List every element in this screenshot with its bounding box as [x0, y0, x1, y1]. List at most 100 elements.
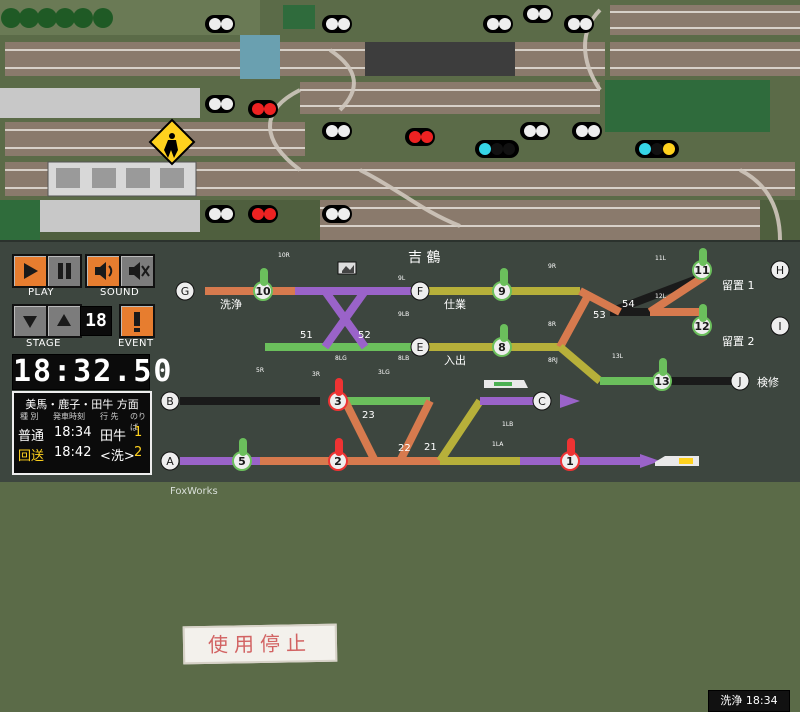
- mute-icon: [129, 262, 150, 280]
- switch-13l: 13L: [612, 353, 624, 360]
- track-diagram: G F E B A C H I J 10 9 8 3 5 2 1 11 12 1…: [160, 248, 790, 471]
- switch-3lg: 3LG: [378, 369, 390, 376]
- train-icon-top: [484, 380, 528, 388]
- switch-8lb: 8LB: [398, 355, 409, 362]
- node-i-label: I: [778, 320, 781, 333]
- node-e[interactable]: E: [410, 337, 430, 357]
- signal-2-label: 2: [334, 455, 342, 468]
- row1-dest: 田牛: [100, 429, 127, 444]
- node-b-label: B: [166, 395, 174, 408]
- switch-51: 51: [300, 330, 313, 341]
- signal-11[interactable]: 11: [692, 260, 712, 280]
- signal-13[interactable]: 13: [652, 371, 672, 391]
- sheds: [240, 35, 280, 79]
- switch-11l: 11L: [655, 255, 667, 262]
- node-c[interactable]: C: [532, 391, 552, 411]
- station-top: 吉 鶴: [408, 249, 440, 266]
- label-kenshu: 検修: [757, 375, 779, 389]
- play-label: PLAY: [28, 287, 55, 298]
- label-ryuchi-2: 留置 2: [722, 335, 755, 348]
- board-col-track: のりば: [130, 412, 146, 432]
- signal-13-label: 13: [654, 375, 669, 388]
- out-of-service-text: 使用停止: [207, 631, 313, 657]
- pause-icon: [58, 263, 71, 279]
- row1-time: 18:34: [54, 425, 92, 440]
- triangle-up-icon: [57, 314, 71, 326]
- node-g[interactable]: G: [175, 281, 195, 301]
- node-b[interactable]: B: [160, 391, 180, 411]
- building-corner: [0, 200, 40, 240]
- row1-track: 1: [134, 425, 143, 440]
- switch-12l: 12L: [655, 293, 667, 300]
- node-g-label: G: [181, 285, 190, 298]
- row2-dest: <洗>: [100, 449, 135, 464]
- sound-label: SOUND: [100, 287, 140, 298]
- speaker-icon: [95, 262, 113, 280]
- node-a-label: A: [166, 455, 174, 468]
- event-button[interactable]: [119, 304, 155, 338]
- pause-button[interactable]: [46, 254, 82, 288]
- switch-8rj: 8RJ: [548, 357, 558, 364]
- stage-prev-button[interactable]: [12, 304, 48, 338]
- stage-number: 18: [80, 306, 112, 336]
- tree-row: [1, 8, 113, 28]
- camera-icon[interactable]: [337, 261, 357, 275]
- signal-1-label: 1: [566, 455, 574, 468]
- switch-22: 22: [398, 443, 411, 454]
- yard-view: [0, 0, 800, 240]
- switch-52: 52: [358, 330, 371, 341]
- signal-12-label: 12: [694, 320, 709, 333]
- car-wash-shed: [365, 42, 515, 76]
- stage-next-button[interactable]: [46, 304, 82, 338]
- node-j[interactable]: J: [730, 371, 750, 391]
- sound-on-button[interactable]: [85, 254, 121, 288]
- switch-9lb: 9LB: [398, 311, 409, 318]
- node-h[interactable]: H: [770, 260, 790, 280]
- row1-type: 普通: [18, 429, 45, 444]
- label-senjo: 洗浄: [220, 297, 242, 311]
- yard-map: [0, 0, 800, 240]
- switch-21: 21: [424, 442, 437, 453]
- route-arrow-c: [560, 394, 580, 408]
- row2-time: 18:42: [54, 445, 92, 460]
- node-c-label: C: [538, 395, 546, 408]
- event-label: EVENT: [118, 338, 154, 349]
- switch-1la: 1LA: [492, 441, 504, 448]
- label-shiyou: 仕業: [444, 298, 466, 311]
- control-panel: FoxWorks PLAY SOUND 18 ST: [0, 240, 800, 712]
- brand-label: FoxWorks: [170, 486, 218, 497]
- stage-label: STAGE: [26, 338, 61, 349]
- row2-type: 回送: [18, 449, 45, 464]
- crossovers: [268, 8, 782, 240]
- signal-8-label: 8: [498, 341, 506, 354]
- signal-12[interactable]: 12: [692, 316, 712, 336]
- node-a[interactable]: A: [160, 451, 180, 471]
- signal-9-label: 9: [498, 285, 506, 298]
- switch-53: 53: [593, 310, 606, 321]
- node-h-label: H: [776, 264, 784, 277]
- node-f[interactable]: F: [410, 281, 430, 301]
- worker-warning-icon: [148, 118, 196, 166]
- node-e-label: E: [417, 341, 424, 354]
- play-button[interactable]: [12, 254, 48, 288]
- switch-5r: 5R: [256, 367, 264, 374]
- play-icon: [24, 263, 38, 279]
- clock-display: 18:32.50: [12, 354, 174, 390]
- switch-9l: 9L: [398, 275, 406, 282]
- small-shed: [283, 5, 315, 29]
- signal-lamps: [239, 248, 707, 456]
- triangle-down-icon: [23, 316, 37, 328]
- switch-23: 23: [362, 410, 375, 421]
- signal-10[interactable]: 10: [253, 281, 273, 301]
- depot-building: [605, 80, 770, 132]
- yard-signals: [205, 5, 679, 223]
- row2-track: 2: [134, 445, 143, 460]
- platform-1: [0, 88, 200, 118]
- signal-5-label: 5: [238, 455, 246, 468]
- sound-off-button[interactable]: [119, 254, 155, 288]
- switch-1lb: 1LB: [502, 421, 513, 428]
- node-i[interactable]: I: [770, 316, 790, 336]
- departure-board: 美馬・鹿子・田牛 方面 種 別 発車時刻 行 先 のりば 普通 18:34 田牛…: [12, 391, 152, 475]
- board-col-time: 発車時刻: [53, 412, 85, 421]
- label-iride: 入出: [444, 353, 466, 367]
